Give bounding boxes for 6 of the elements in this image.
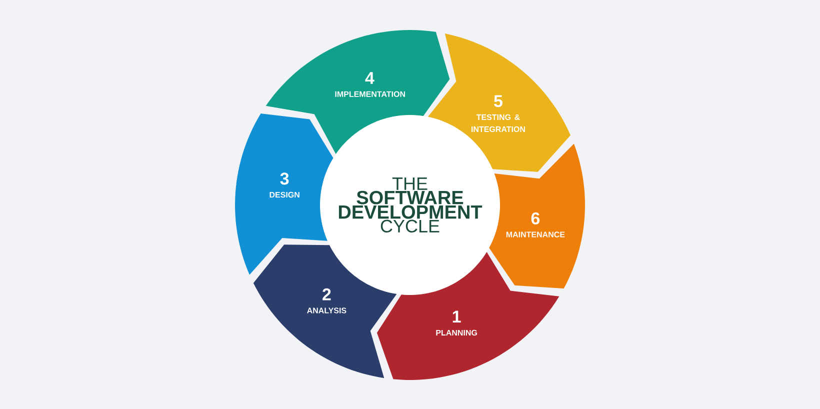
chevron-segment: 5 TESTING & INTEGRATION	[428, 34, 570, 172]
chevron-segment: 3 DESIGN	[235, 114, 334, 275]
chevron-segment: 2 ANALYSIS	[253, 244, 397, 378]
chevron-segment: 1 PLANNING	[376, 252, 560, 380]
chevron-segment: 6 MAINTENANCE	[489, 144, 585, 288]
chevron-segment: 4 IMPLEMENTATION	[266, 30, 450, 154]
